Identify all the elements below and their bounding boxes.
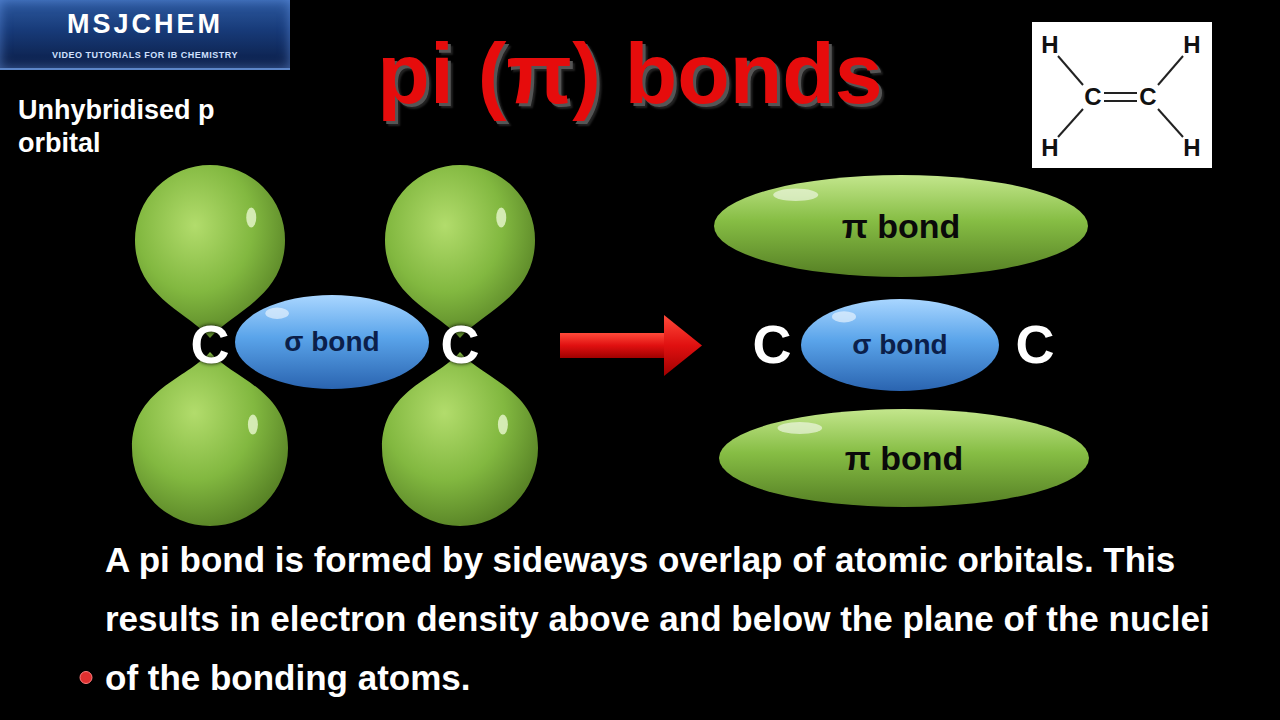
atom-symbol: C — [1016, 312, 1055, 378]
atom-symbol: C — [1139, 83, 1156, 111]
bullet — [80, 672, 92, 684]
pi-bond: π bond — [713, 174, 1089, 278]
structure-box: HHCCHH — [1032, 22, 1212, 168]
atom-symbol: C — [191, 312, 230, 378]
bond-line — [1158, 109, 1183, 137]
orbital-label: Unhybridised p orbital — [18, 94, 268, 160]
orbital-lobe — [385, 165, 535, 338]
pi-bond: π bond — [718, 408, 1090, 508]
highlight — [496, 208, 506, 228]
logo-text: MSJCHEM — [67, 9, 223, 40]
orbital-lobe — [132, 352, 288, 526]
highlight — [248, 415, 258, 435]
atom-symbol: C — [753, 312, 792, 378]
bond-label: σ bond — [852, 329, 947, 361]
sigma-bond: σ bond — [234, 294, 430, 390]
atom-symbol: C — [441, 312, 480, 378]
reaction-arrow — [560, 315, 702, 376]
logo-box: MSJCHEM VIDEO TUTORIALS FOR IB CHEMISTRY — [0, 0, 290, 70]
atom-symbol: H — [1041, 134, 1058, 162]
caption: A pi bond is formed by sideways overlap … — [105, 530, 1225, 707]
p-orbitals — [132, 165, 538, 526]
bond-label: π bond — [842, 207, 961, 246]
bond-label: π bond — [845, 439, 964, 478]
title: pi (π) bonds — [330, 24, 930, 123]
highlight — [246, 208, 256, 228]
atom-symbol: C — [1084, 83, 1101, 111]
highlight — [498, 415, 508, 435]
bond-line — [1058, 56, 1083, 85]
atom-symbol: H — [1183, 134, 1200, 162]
bond-line — [1058, 109, 1083, 137]
logo-text: VIDEO TUTORIALS FOR IB CHEMISTRY — [52, 50, 238, 60]
sigma-bond: σ bond — [800, 298, 1000, 392]
bond-line — [1158, 56, 1183, 85]
atom-symbol: H — [1183, 31, 1200, 59]
bond-line — [1104, 92, 1137, 94]
orbital-lobe — [382, 352, 538, 526]
bond-line — [1104, 100, 1137, 102]
atom-symbol: H — [1041, 31, 1058, 59]
bond-label: σ bond — [284, 326, 379, 358]
